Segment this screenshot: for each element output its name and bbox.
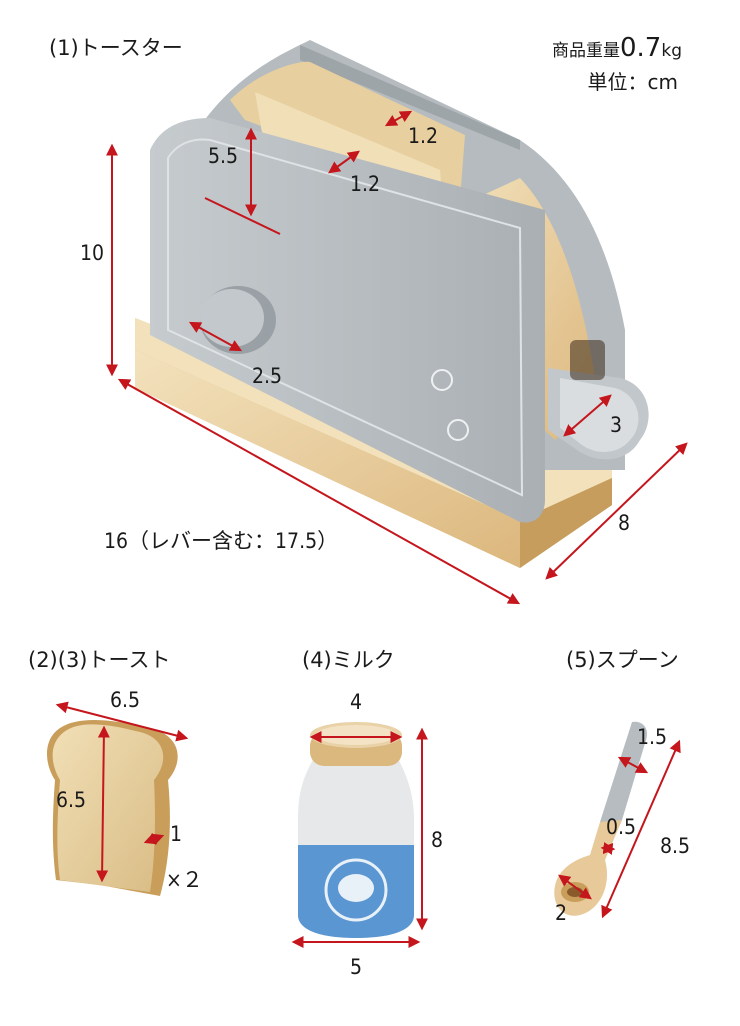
dim-toaster-depth: 8 bbox=[618, 511, 631, 535]
dim-toast-height: 6.5 bbox=[56, 788, 87, 812]
weight-label: 商品重量 bbox=[552, 41, 620, 61]
dim-toast-thickness: 1 bbox=[170, 822, 183, 846]
dim-slot-width-2: 1.2 bbox=[350, 172, 381, 196]
weight-unit: kg bbox=[661, 41, 682, 61]
weight-info: 商品重量0.7kg bbox=[552, 33, 682, 63]
dim-lever: 3 bbox=[610, 413, 623, 437]
toast-title: (2)(3)トースト bbox=[28, 648, 171, 672]
unit-label: 単位：cm bbox=[587, 70, 678, 94]
dim-slot-width-1: 1.2 bbox=[408, 124, 439, 148]
dim-knob: 2.5 bbox=[252, 364, 283, 388]
dim-toaster-height: 10 bbox=[80, 241, 105, 265]
dim-slot-length: 5.5 bbox=[208, 144, 239, 168]
milk-dimension-arrows bbox=[291, 727, 428, 948]
toast-quantity: ×２ bbox=[166, 868, 203, 892]
dim-milk-top: 4 bbox=[350, 690, 363, 714]
spoon-dimension-arrows bbox=[558, 739, 681, 919]
dim-spoon-handle: 1.5 bbox=[637, 725, 668, 749]
dim-toast-width: 6.5 bbox=[110, 688, 141, 712]
milk-illustration bbox=[298, 722, 414, 938]
dim-toaster-width: 16（レバー含む：17.5） bbox=[104, 529, 339, 553]
spoon-title: (5)スプーン bbox=[566, 648, 679, 672]
weight-value: 0.7 bbox=[620, 33, 662, 63]
milk-title: (4)ミルク bbox=[302, 648, 395, 672]
dim-milk-width: 5 bbox=[350, 955, 363, 979]
dim-spoon-head: 2 bbox=[555, 901, 568, 925]
toaster-dimension-arrows bbox=[106, 110, 688, 605]
toaster-illustration bbox=[135, 40, 649, 568]
dim-milk-height: 8 bbox=[431, 828, 444, 852]
toast-dimension-arrows bbox=[55, 701, 189, 883]
dim-spoon-neck: 0.5 bbox=[606, 815, 637, 839]
toaster-title: (1)トースター bbox=[49, 36, 183, 60]
dim-spoon-length: 8.5 bbox=[660, 834, 691, 858]
